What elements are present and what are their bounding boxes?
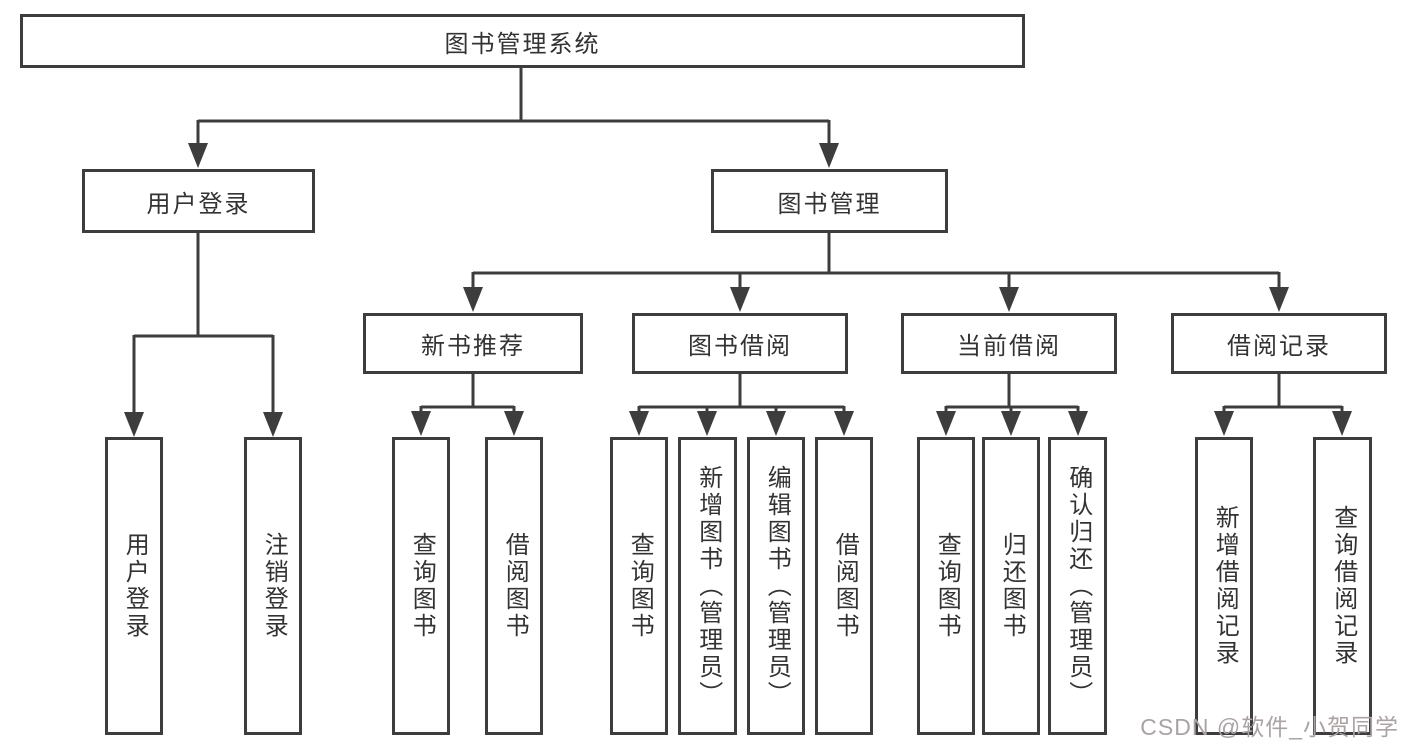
node-label: 当前借阅 <box>957 333 1061 360</box>
leaf-label: 新增图书（管理员） <box>694 464 722 708</box>
leaf-borrow-books-recommend: 借阅图书 <box>485 437 543 735</box>
leaf-label: 查询图书 <box>933 532 961 640</box>
tree-edges <box>132 68 1344 414</box>
node-label: 图书借阅 <box>688 333 792 360</box>
leaf-label: 查询借阅记录 <box>1329 505 1357 667</box>
leaf-add-book-admin: 新增图书（管理员） <box>678 437 737 735</box>
arrowhead-icons <box>124 143 1352 437</box>
leaf-return-book: 归还图书 <box>982 437 1040 735</box>
leaf-query-books-borrowing: 查询图书 <box>610 437 668 735</box>
leaf-label: 用户登录 <box>121 532 149 640</box>
node-label: 图书管理 <box>777 190 882 218</box>
node-current-borrowing: 当前借阅 <box>901 313 1117 374</box>
leaf-label: 查询图书 <box>408 532 436 640</box>
leaf-logout: 注销登录 <box>244 437 302 735</box>
node-label: 新书推荐 <box>421 333 525 360</box>
leaf-label: 新增借阅记录 <box>1211 505 1239 667</box>
leaf-user-login: 用户登录 <box>105 437 163 735</box>
node-new-book-recommend: 新书推荐 <box>363 313 583 374</box>
leaf-borrow-books-borrowing: 借阅图书 <box>815 437 873 735</box>
node-book-borrowing: 图书借阅 <box>632 313 848 374</box>
node-label: 借阅记录 <box>1227 333 1331 360</box>
node-label: 用户登录 <box>146 190 251 218</box>
leaf-label: 注销登录 <box>260 532 288 640</box>
leaf-label: 查询图书 <box>626 532 654 640</box>
leaf-label: 借阅图书 <box>501 532 529 640</box>
node-borrow-records: 借阅记录 <box>1171 313 1387 374</box>
leaf-query-borrow-record: 查询借阅记录 <box>1313 437 1372 735</box>
leaf-edit-book-admin: 编辑图书（管理员） <box>747 437 805 735</box>
node-label: 图书管理系统 <box>444 30 601 58</box>
node-user-login: 用户登录 <box>82 169 315 233</box>
leaf-query-books-recommend: 查询图书 <box>392 437 450 735</box>
leaf-query-books-current: 查询图书 <box>917 437 975 735</box>
leaf-label: 归还图书 <box>998 532 1026 640</box>
node-book-management: 图书管理 <box>711 169 948 233</box>
leaf-label: 编辑图书（管理员） <box>763 464 791 708</box>
leaf-confirm-return-admin: 确认归还（管理员） <box>1048 437 1107 735</box>
node-library-system: 图书管理系统 <box>20 14 1025 68</box>
leaf-label: 确认归还（管理员） <box>1064 464 1092 708</box>
leaf-label: 借阅图书 <box>831 532 859 640</box>
leaf-add-borrow-record: 新增借阅记录 <box>1195 437 1253 735</box>
